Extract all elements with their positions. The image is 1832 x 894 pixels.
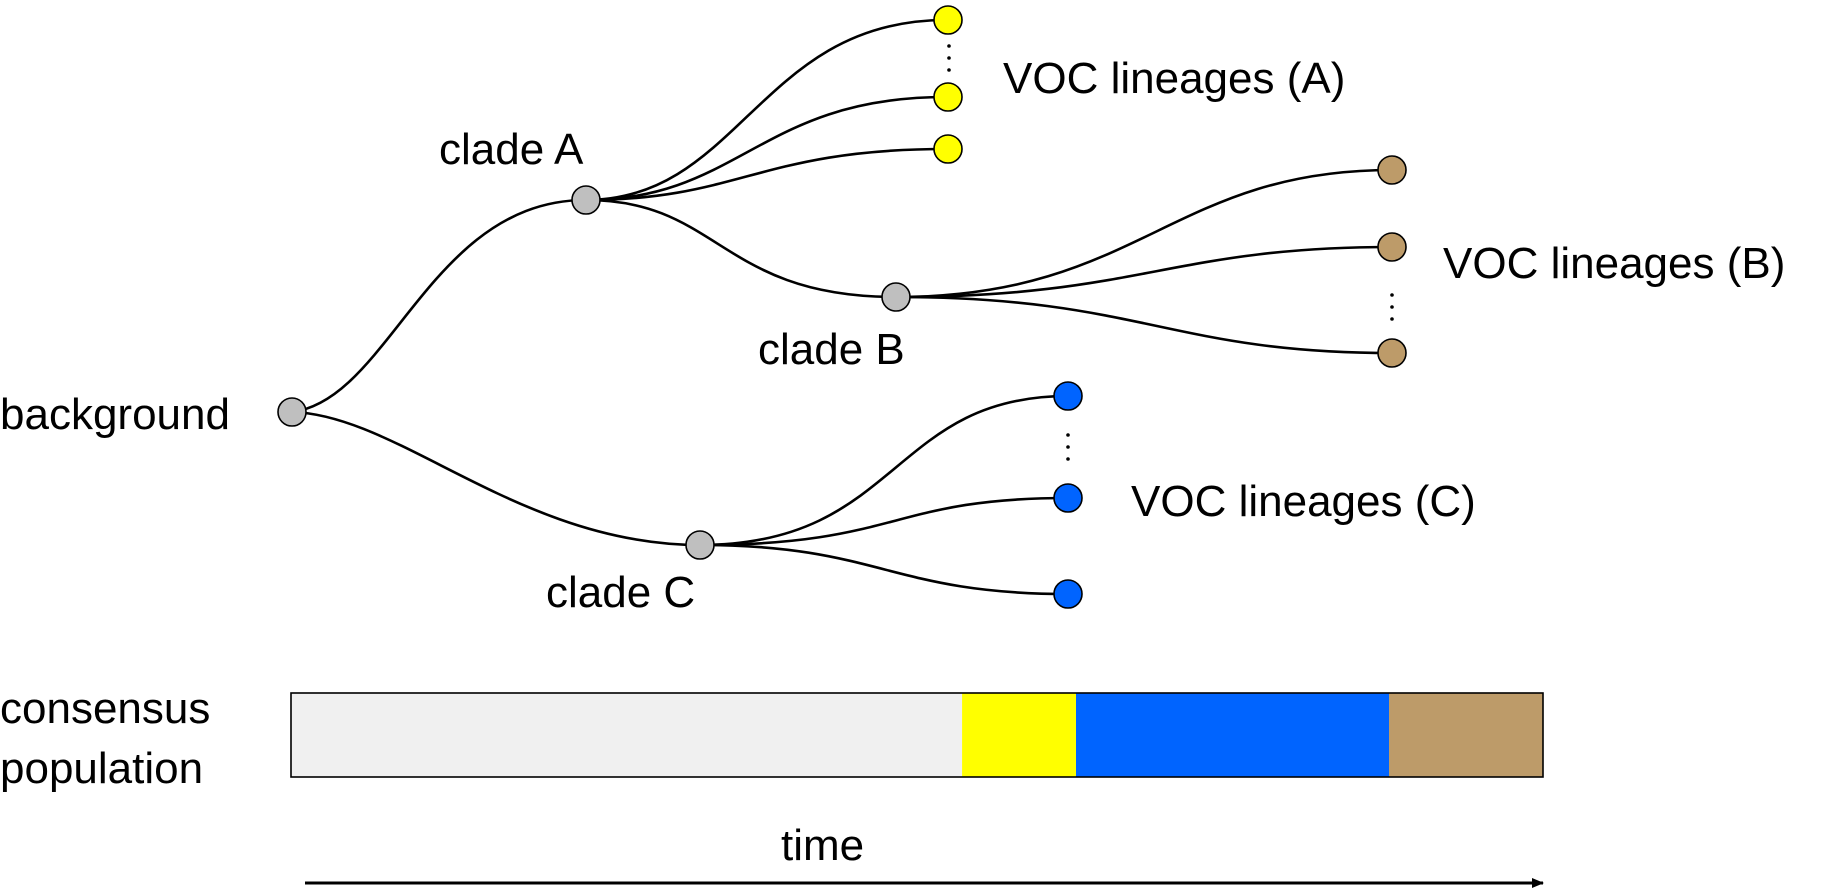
edge-clade-a-to-lineage-a1: [585, 18, 947, 202]
consensus-segment-background: [291, 693, 963, 777]
edge-clade-b-to-lineage-b1: [895, 168, 1393, 299]
edge-clade-b-to-lineage-b2: [895, 245, 1393, 299]
edge-clade-a-to-lineage-a2: [585, 95, 947, 202]
lineage-node-c2: [1053, 483, 1083, 513]
edge-clade-c-to-lineage-c1: [699, 394, 1069, 547]
lineage-node-a3: [933, 134, 963, 164]
lineage-node-c3: [1053, 579, 1083, 609]
consensus-section: consensus population: [0, 684, 1544, 793]
edge-clade-c-to-lineage-c2: [699, 496, 1069, 547]
ellipsis-markers: [947, 44, 1394, 461]
consensus-segment-b: [1389, 693, 1543, 777]
edge-clade-a-to-clade-b: [585, 198, 897, 299]
consensus-label-line1: consensus: [0, 684, 210, 733]
lineage-node-b3: [1377, 338, 1407, 368]
consensus-label-line2: population: [0, 744, 203, 793]
lineage-node-c1: [1053, 381, 1083, 411]
lineage-node-b2: [1377, 232, 1407, 262]
clade-a-label: clade A: [439, 125, 584, 174]
clade-c-node: [685, 530, 715, 560]
tree-nodes: [277, 5, 1407, 609]
ellipsis-lineages-b: [1390, 293, 1394, 321]
lineages-c-label: VOC lineages (C): [1131, 477, 1476, 526]
tree-edges: [291, 18, 1393, 596]
clade-b-label: clade B: [758, 325, 905, 374]
lineage-node-b1: [1377, 155, 1407, 185]
edge-root-to-clade-c: [291, 410, 701, 547]
time-axis-label: time: [781, 821, 864, 870]
lineages-a-label: VOC lineages (A): [1003, 54, 1345, 103]
consensus-segment-c: [1076, 693, 1389, 777]
lineage-node-a2: [933, 82, 963, 112]
time-axis: time: [305, 821, 1544, 888]
root-node: [277, 397, 307, 427]
lineages-b-label: VOC lineages (B): [1443, 239, 1785, 288]
lineage-node-a1: [933, 5, 963, 35]
ellipsis-lineages-a: [947, 44, 951, 72]
edge-clade-c-to-lineage-c3: [699, 543, 1069, 596]
ellipsis-lineages-c: [1066, 433, 1070, 461]
consensus-segment-a: [962, 693, 1076, 777]
edge-root-to-clade-a: [291, 198, 587, 414]
tree-labels: background clade A clade B clade C VOC l…: [0, 54, 1785, 617]
edge-clade-a-to-lineage-a3: [585, 147, 947, 202]
consensus-bar-outline: [290, 692, 1544, 778]
root-label: background: [0, 390, 230, 439]
clade-b-node: [881, 282, 911, 312]
clade-c-label: clade C: [546, 568, 695, 617]
edge-clade-b-to-lineage-b3: [895, 295, 1393, 355]
consensus-bar: [291, 693, 1543, 777]
clade-a-node: [571, 185, 601, 215]
